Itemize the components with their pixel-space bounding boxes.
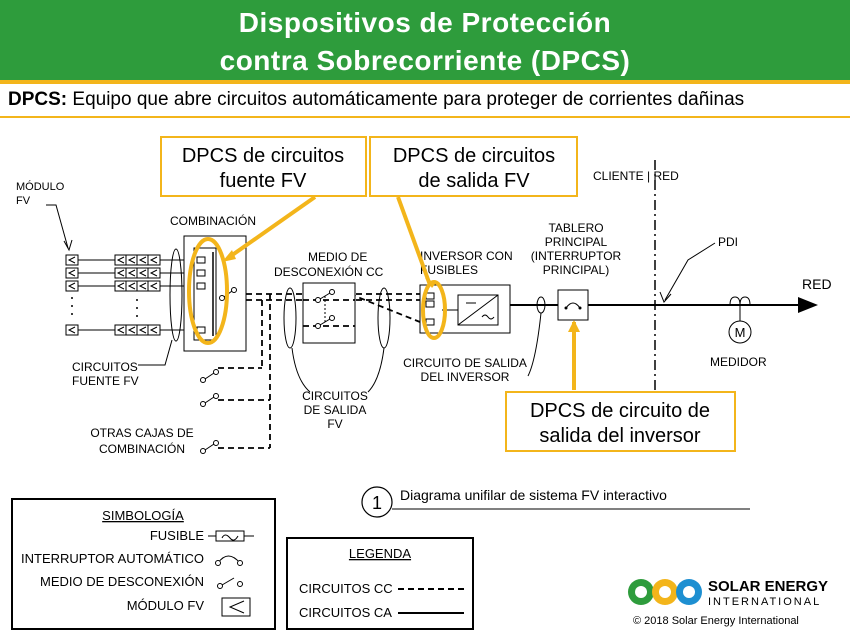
symbology-title: SIMBOLOGÍA — [102, 508, 184, 523]
ocpd-highlights — [187, 195, 576, 390]
pv-module-strings — [46, 204, 196, 336]
pdi-label: PDI — [718, 235, 738, 249]
logo-line-2: INTERNATIONAL — [708, 596, 821, 608]
title-line-1: Dispositivos de Protección — [238, 7, 612, 38]
breaker-icon — [215, 555, 243, 566]
meter-symbol: M — [735, 325, 746, 340]
definition-body: Equipo que abre circuitos automáticament… — [67, 89, 745, 110]
fuse-icon — [208, 530, 254, 542]
callout-inverter-box — [505, 391, 736, 452]
dc-disconnect-box — [302, 282, 356, 344]
symbology-disconnect: MEDIO DE DESCONEXIÓN — [40, 574, 204, 589]
legend-ac: CIRCUITOS CA — [299, 605, 392, 620]
meter-icon — [728, 320, 752, 344]
legend-dc: CIRCUITOS CC — [299, 581, 393, 596]
grid-label: RED — [802, 276, 832, 292]
symbology-breaker: INTERRUPTOR AUTOMÁTICO — [21, 551, 204, 566]
title-line-2: contra Sobrecorriente (DPCS) — [219, 45, 631, 76]
copyright: © 2018 Solar Energy International — [633, 615, 799, 627]
disconnect-icon — [217, 577, 243, 589]
source-circuits-group — [169, 248, 183, 342]
definition-bar: DPCS: Equipo que abre circuitos automáti… — [0, 84, 850, 118]
caption-number-circle — [361, 486, 393, 518]
title-banner: Dispositivos de Protección contra Sobrec… — [0, 0, 850, 84]
callout-source-box — [160, 136, 367, 197]
cliente-red-label: CLIENTE | RED — [593, 169, 679, 183]
caption-text: Diagrama unifilar de sistema FV interact… — [400, 487, 667, 503]
dc-circuits — [218, 293, 421, 449]
caption-number: 1 — [372, 493, 382, 513]
main-panel — [557, 289, 589, 321]
callout-output-box — [369, 136, 578, 197]
other-combiner-disconnects — [200, 369, 219, 454]
legend-title: LEGENDA — [349, 546, 411, 561]
sei-logo-icon — [628, 579, 702, 605]
symbology-module: MÓDULO FV — [127, 598, 205, 613]
grid-arrow — [798, 297, 818, 313]
combiner-label: COMBINACIÓN — [170, 213, 256, 228]
definition-term: DPCS: — [8, 89, 68, 110]
meter-label: MEDIDOR — [710, 355, 767, 369]
pv-module-icon — [221, 597, 251, 617]
logo-line-1: SOLAR ENERGY — [708, 578, 828, 595]
page-title: Dispositivos de Protección contra Sobrec… — [0, 4, 850, 80]
definition-text: DPCS: Equipo que abre circuitos automáti… — [8, 89, 744, 111]
symbology-fuse: FUSIBLE — [150, 528, 205, 543]
